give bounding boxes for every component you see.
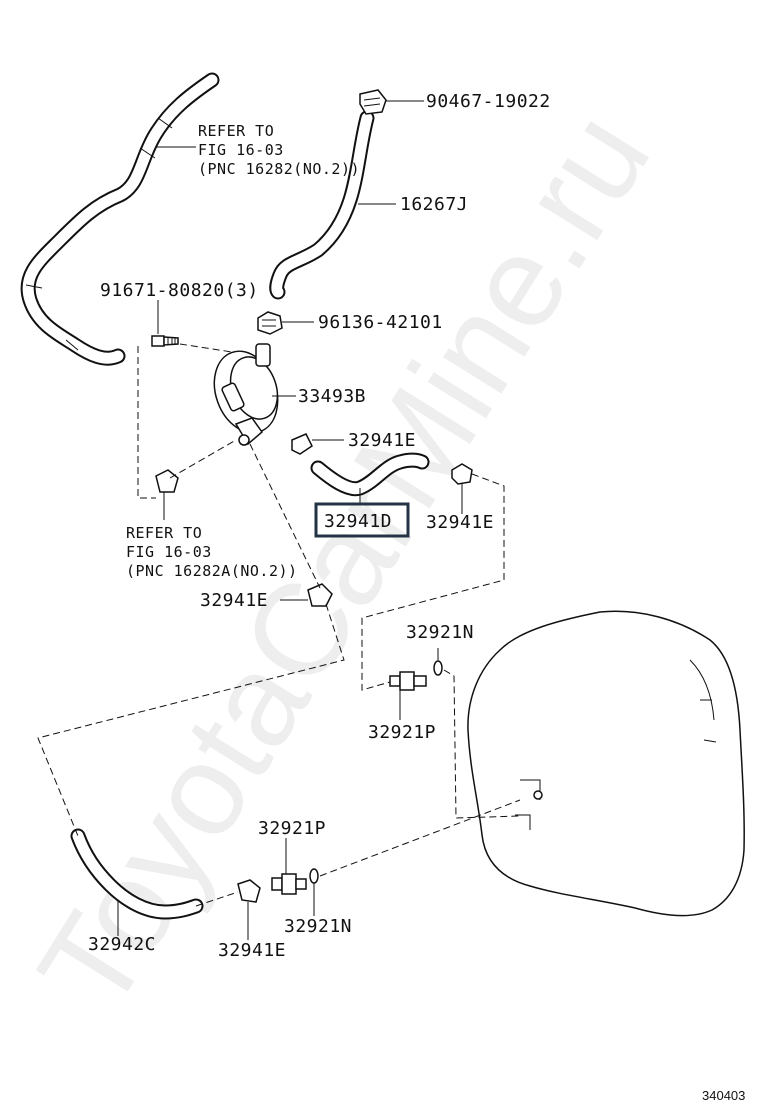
label-96136-42101: 96136-42101 — [318, 312, 443, 333]
label-32941E-c: 32941E — [200, 590, 268, 611]
refer-mid-line-1: REFER TO — [126, 524, 202, 542]
refer-mid-line-2: FIG 16-03 — [126, 543, 212, 561]
label-33493B: 33493B — [298, 386, 366, 407]
transmission-case — [467, 610, 745, 917]
hose-16267J — [269, 110, 375, 300]
label-32921N-a: 32921N — [406, 622, 474, 643]
label-32941D: 32941D — [324, 511, 392, 532]
leader-lines — [117, 100, 463, 940]
clamp-refer-mid — [155, 469, 179, 493]
label-32941E-a: 32941E — [348, 430, 416, 451]
label-91671-80820: 91671-80820(3) — [100, 280, 259, 301]
label-32942C: 32942C — [88, 934, 156, 955]
grommet-96136 — [257, 311, 283, 335]
part-labels: REFER TO FIG 16-03 (PNC 16282(NO.2)) 904… — [88, 91, 745, 1103]
clamp-32941E-c — [307, 583, 333, 607]
refer-top-line-1: REFER TO — [198, 122, 274, 140]
refer-top-line-2: FIG 16-03 — [198, 141, 284, 159]
clamp-32941E-d — [237, 879, 261, 903]
label-32921P-b: 32921P — [258, 818, 326, 839]
figure-number: 340403 — [702, 1088, 745, 1103]
hose-32942C — [70, 828, 204, 920]
label-32921N-b: 32921N — [284, 916, 352, 937]
gasket-32921N-a — [433, 660, 443, 676]
vacuum-pump-33493B — [213, 343, 279, 446]
union-32921P-b — [271, 873, 307, 895]
label-90467-19022: 90467-19022 — [426, 91, 551, 112]
dashed-connection-lines — [37, 343, 521, 907]
label-16267J: 16267J — [400, 194, 468, 215]
hose-upper-left — [20, 72, 220, 366]
clamp-90467 — [359, 89, 387, 115]
label-32941E-d: 32941E — [218, 940, 286, 961]
clamp-32941E-b — [451, 463, 473, 485]
highlight-box-32941D — [314, 502, 410, 538]
label-32921P-a: 32921P — [368, 722, 436, 743]
refer-top-line-3: (PNC 16282(NO.2)) — [198, 160, 360, 178]
gasket-32921N-b — [309, 868, 319, 884]
union-32921P-a — [389, 671, 427, 691]
clamp-32941E-a — [291, 433, 313, 455]
label-32941E-b: 32941E — [426, 512, 494, 533]
refer-mid-line-3: (PNC 16282A(NO.2)) — [126, 562, 298, 580]
hose-32941D — [310, 452, 430, 497]
bolt-91671 — [151, 335, 179, 347]
